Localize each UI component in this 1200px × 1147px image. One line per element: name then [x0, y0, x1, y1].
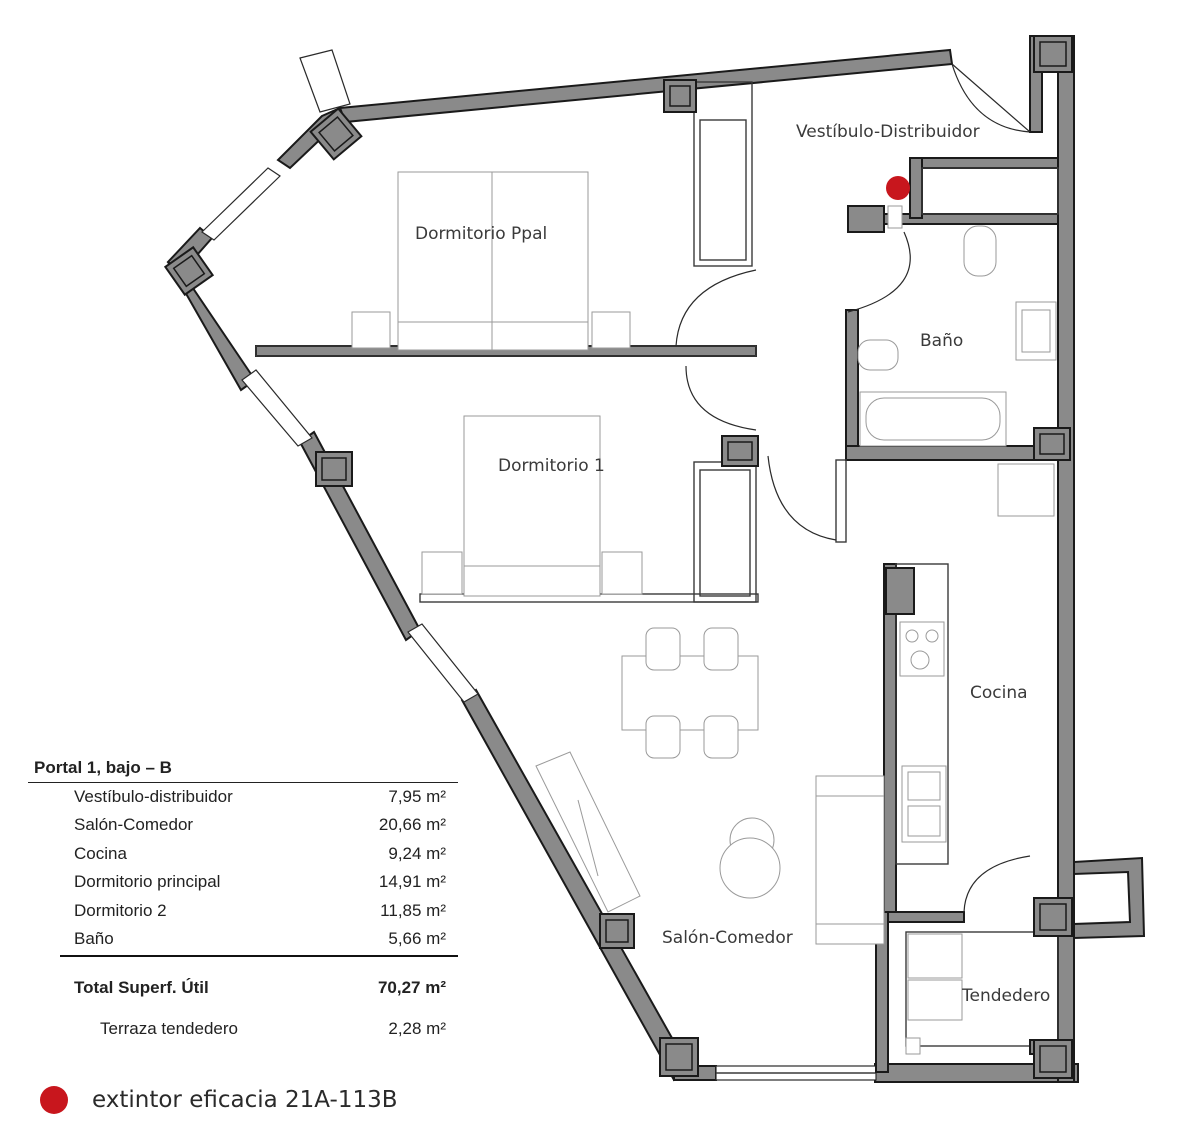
total-label: Total Superf. Útil [74, 978, 209, 998]
table-row: Salón-Comedor 20,66 m² [28, 811, 458, 839]
legend-text: extintor eficacia 21A-113B [92, 1087, 398, 1113]
label-salon: Salón-Comedor [662, 928, 793, 948]
doors [675, 63, 1031, 913]
row-name: Dormitorio 2 [74, 900, 167, 920]
row-area: 9,24 m² [388, 843, 446, 863]
label-cocina: Cocina [970, 683, 1028, 703]
row-name: Baño [74, 928, 114, 948]
row-area: 11,85 m² [380, 900, 446, 920]
table-total-row: Total Superf. Útil 70,27 m² [28, 957, 458, 1019]
table-row: Dormitorio principal 14,91 m² [28, 868, 458, 896]
row-name: Dormitorio principal [74, 872, 221, 892]
legend: extintor eficacia 21A-113B [40, 1086, 398, 1114]
area-table: Portal 1, bajo – B Vestíbulo-distribuido… [28, 754, 458, 1047]
row-area: 14,91 m² [378, 872, 446, 892]
table-row: Dormitorio 2 11,85 m² [28, 897, 458, 925]
row-name: Cocina [74, 843, 127, 863]
extinguisher-legend-icon [40, 1086, 68, 1114]
row-area: 20,66 m² [378, 815, 446, 835]
furniture [351, 171, 1057, 1055]
label-dormitorio-1: Dormitorio 1 [498, 456, 605, 476]
total-value: 70,27 m² [377, 978, 446, 998]
windows [201, 49, 877, 1081]
room-labels: Vestíbulo-Distribuidor Dormitorio Ppal B… [415, 122, 1050, 1006]
table-row: Cocina 9,24 m² [28, 840, 458, 868]
row-area: 5,66 m² [388, 928, 446, 948]
label-vestibulo: Vestíbulo-Distribuidor [796, 122, 980, 142]
row-name: Salón-Comedor [74, 815, 194, 835]
extinguisher-marker [886, 176, 910, 200]
extra-value: 2,28 m² [388, 1019, 446, 1039]
table-extra-row: Terraza tendedero 2,28 m² [28, 1019, 458, 1047]
row-area: 7,95 m² [388, 787, 446, 806]
row-name: Vestíbulo-distribuidor [74, 787, 233, 806]
table-title: Portal 1, bajo – B [28, 754, 458, 783]
label-bano: Baño [920, 331, 963, 351]
table-row: Baño 5,66 m² [28, 925, 458, 953]
label-dormitorio-ppal: Dormitorio Ppal [415, 224, 547, 244]
pillars [163, 35, 1073, 1079]
table-divider [60, 955, 458, 958]
extra-label: Terraza tendedero [100, 1019, 238, 1039]
table-row: Vestíbulo-distribuidor 7,95 m² [28, 783, 458, 811]
label-tendedero: Tendedero [961, 986, 1050, 1006]
